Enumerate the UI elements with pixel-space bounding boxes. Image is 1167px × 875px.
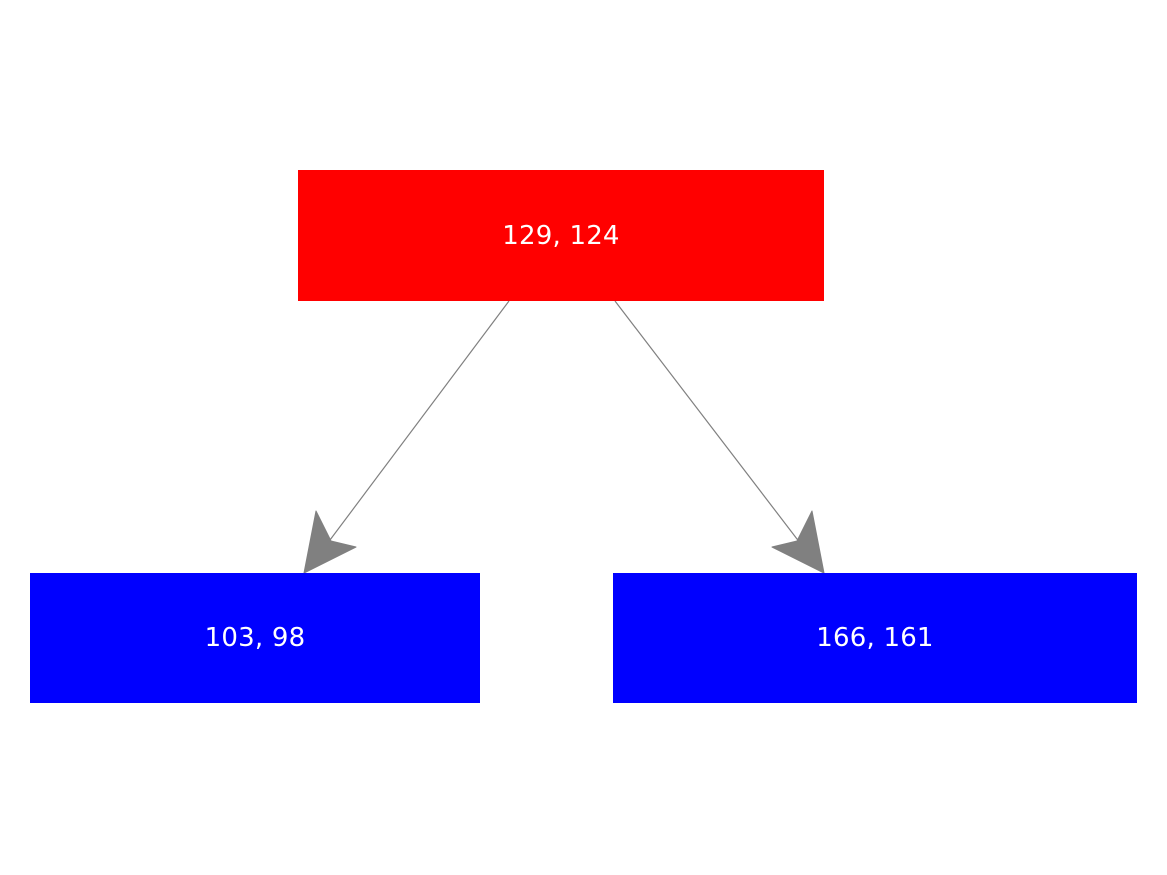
tree-node-root-label: 129, 124 bbox=[502, 220, 620, 251]
arrowhead-root-right bbox=[771, 510, 825, 574]
edge-line-root-left bbox=[317, 300, 510, 557]
tree-node-left-child[interactable]: 103, 98 bbox=[30, 573, 480, 703]
tree-node-left-child-label: 103, 98 bbox=[204, 623, 306, 653]
edge-root-to-right bbox=[614, 300, 825, 574]
tree-node-root[interactable]: 129, 124 bbox=[298, 170, 824, 301]
edge-line-root-right bbox=[614, 300, 811, 557]
tree-node-right-child-label: 166, 161 bbox=[816, 623, 934, 653]
edge-root-to-left bbox=[303, 300, 510, 574]
tree-node-right-child[interactable]: 166, 161 bbox=[613, 573, 1137, 703]
arrowhead-root-left bbox=[303, 510, 357, 574]
